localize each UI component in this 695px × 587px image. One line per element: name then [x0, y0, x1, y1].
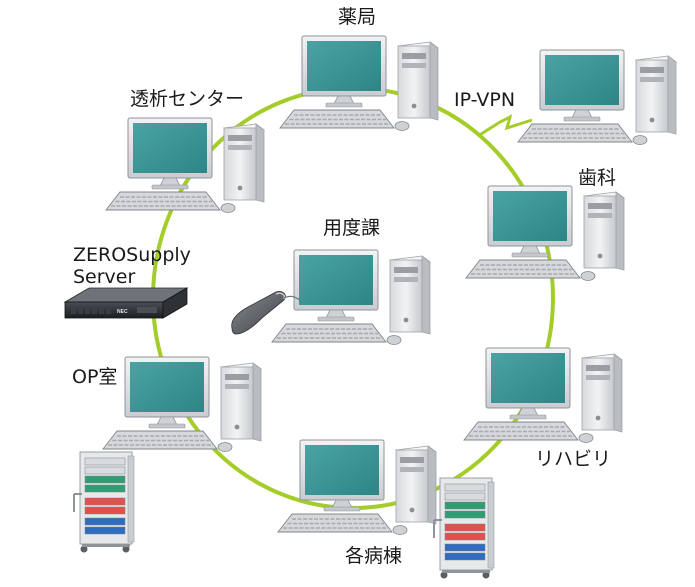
monitor-screen: [299, 255, 373, 305]
mouse: [386, 335, 402, 345]
label-ip-vpn: IP-VPN: [454, 89, 516, 111]
supply-cart-op-room: [73, 451, 135, 553]
mouse: [578, 433, 594, 443]
workstation-wards: [277, 439, 438, 535]
workstation-dental: [465, 185, 626, 281]
mouse: [632, 135, 648, 145]
monitor-screen: [133, 123, 207, 173]
label-dialysis-center: 透析センター: [130, 88, 245, 110]
workstation-rehab: [463, 347, 624, 443]
monitor-screen: [130, 362, 204, 412]
label-op-room: OP室: [72, 366, 118, 388]
label-zerosupply-server: ZEROSupply Server: [73, 244, 191, 289]
workstation-procurement: [271, 249, 432, 345]
server-brand-logo: NEC: [117, 309, 128, 315]
label-pharmacy: 薬局: [338, 6, 377, 28]
monitor-screen: [491, 353, 565, 403]
workstation-dialysis-center: [105, 117, 266, 213]
mouse: [217, 442, 233, 452]
monitor-screen: [307, 41, 381, 91]
label-wards: 各病棟: [345, 545, 403, 567]
mouse: [220, 203, 236, 213]
mouse: [392, 525, 408, 535]
label-procurement: 用度課: [323, 217, 381, 239]
monitor-screen: [305, 445, 379, 495]
zerosupply-server: NEC: [63, 287, 189, 319]
ipvpn-link: [477, 114, 533, 138]
monitor-screen: [493, 191, 567, 241]
workstation-ip-vpn: [517, 49, 678, 145]
supply-cart-wards: [433, 477, 495, 579]
mouse: [394, 121, 410, 131]
label-rehab: リハビリ: [535, 448, 612, 470]
barcode-scanner: [231, 291, 301, 335]
monitor-screen: [545, 55, 619, 105]
workstation-pharmacy: [279, 35, 440, 131]
mouse: [580, 271, 596, 281]
label-dental: 歯科: [578, 167, 617, 189]
workstation-op-room: [102, 356, 263, 452]
